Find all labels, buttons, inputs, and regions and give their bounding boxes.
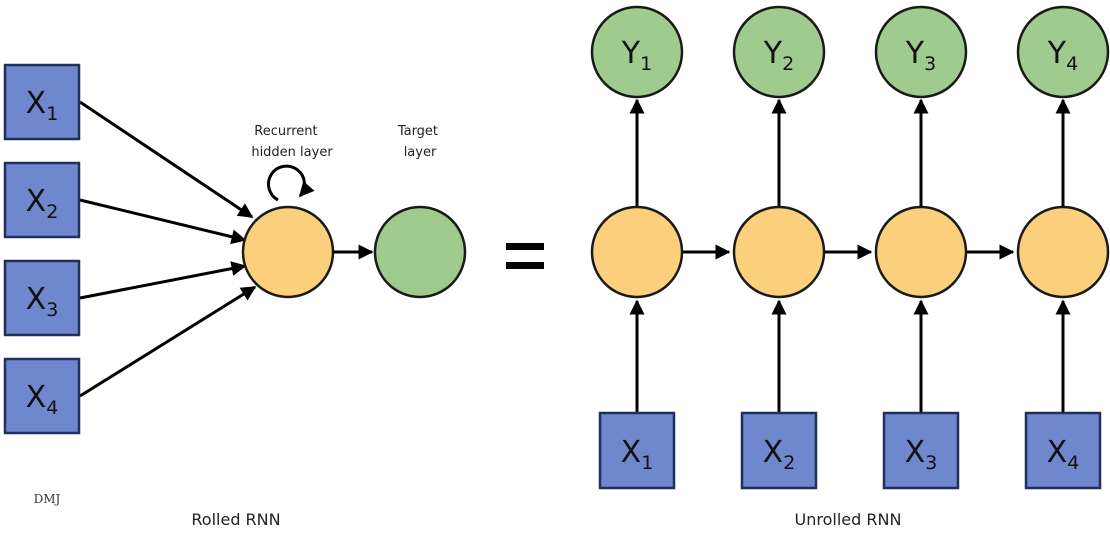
watermark: DMJ [34,492,61,506]
rolled-input-x4-label: X4 [26,380,59,419]
rolled-hidden-node [241,205,335,299]
unrolled-hidden-node-1 [590,205,684,299]
unrolled-input-x1: X1 [598,411,676,490]
unrolled-input-x2-label: X2 [763,435,796,474]
rolled-input-x3-label: X3 [26,282,59,321]
edge-x3-hidden [79,261,247,300]
rolled-input-x3: X3 [3,259,81,337]
unrolled-output-y2: Y2 [732,5,826,99]
rolled-input-x2-label: X2 [26,184,59,223]
equals-sign [506,243,544,269]
hidden-layer-label: Recurrent hidden layer [251,124,333,160]
target-layer-label: Target layer [397,124,442,160]
edge-x4-hidden [79,285,257,398]
unrolled-input-x3: X3 [882,411,960,490]
unrolled-hidden-node-2 [732,205,826,299]
unrolled-input-x3-label: X3 [905,435,938,474]
edge-x1-hidden [79,100,254,219]
unrolled-output-y4: Y4 [1016,5,1110,99]
unrolled-output-y1: Y1 [590,5,684,99]
unrolled-output-y3: Y3 [874,5,968,99]
rolled-input-x2: X2 [3,161,81,239]
unrolled-hidden-node-3 [874,205,968,299]
rolled-caption: Rolled RNN [191,510,280,529]
unrolled-rnn: Y1 Y2 Y3 Y4 X1 X2 X3 [590,5,1110,529]
unrolled-output-y3-label: Y3 [905,36,936,75]
unrolled-input-x1-label: X1 [621,435,654,474]
rolled-target-node [373,205,467,299]
recurrent-loop-arrow [267,164,315,202]
unrolled-input-x4-label: X4 [1047,435,1080,474]
unrolled-caption: Unrolled RNN [795,510,902,529]
unrolled-output-y4-label: Y4 [1047,36,1078,75]
rolled-input-x4: X4 [3,357,81,435]
rolled-input-x1-label: X1 [26,86,59,125]
edge-x2-hidden [79,198,247,245]
unrolled-output-y1-label: Y1 [621,36,652,75]
unrolled-input-x4: X4 [1024,411,1102,490]
rolled-input-x1: X1 [3,63,81,141]
rolled-rnn: X1 X2 X3 X4 Recurrent hidden layer Targe… [3,63,467,529]
unrolled-input-x2: X2 [740,411,818,490]
unrolled-hidden-node-4 [1016,205,1110,299]
unrolled-output-y2-label: Y2 [763,36,794,75]
